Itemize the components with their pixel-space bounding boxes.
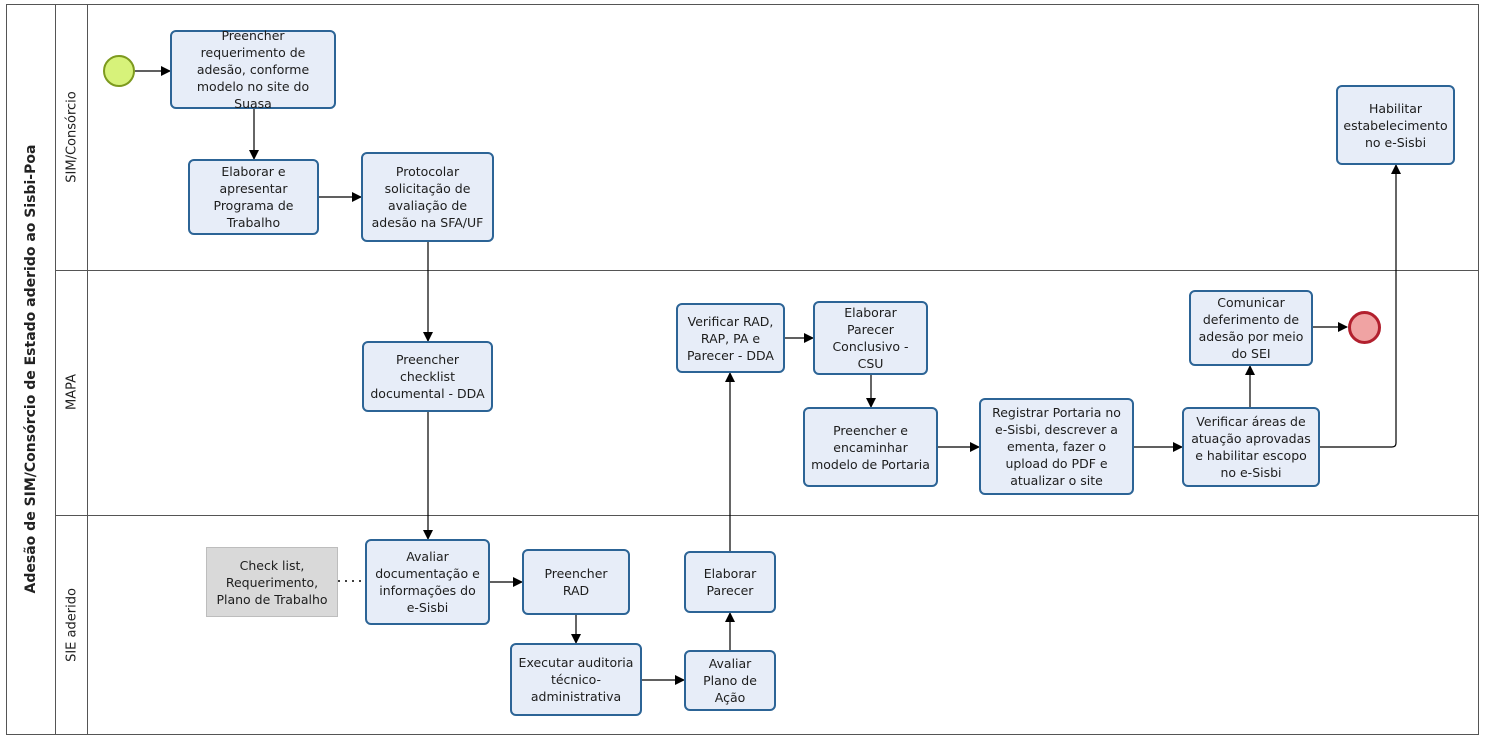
task-elaborar-parecer: Elaborar Parecer bbox=[684, 551, 776, 613]
annotation-documents: Check list, Requerimento, Plano de Traba… bbox=[206, 547, 338, 617]
task-verificar-areas: Verificar áreas de atuação aprovadas e h… bbox=[1182, 407, 1320, 487]
task-preencher-rad: Preencher RAD bbox=[522, 549, 630, 615]
task-habilitar-estabelecimento: Habilitar estabelecimento no e-Sisbi bbox=[1336, 85, 1455, 165]
task-protocolar: Protocolar solicitação de avaliação de a… bbox=[361, 152, 494, 242]
lane-separator bbox=[56, 515, 1479, 516]
task-preencher-requerimento: Preencher requerimento de adesão, confor… bbox=[170, 28, 336, 111]
lane-separator bbox=[56, 270, 1479, 271]
flow-verificar-areas-to-habilitar bbox=[1320, 164, 1401, 448]
task-registrar-portaria: Registrar Portaria no e-Sisbi, descrever… bbox=[979, 398, 1134, 495]
task-preencher-checklist: Preencher checklist documental - DDA bbox=[362, 341, 493, 412]
pool bbox=[6, 4, 1479, 735]
pool-header bbox=[6, 4, 56, 735]
task-elaborar-programa: Elaborar e apresentar Programa de Trabal… bbox=[188, 159, 319, 235]
task-preencher-portaria: Preencher e encaminhar modelo de Portari… bbox=[803, 407, 938, 487]
lane-header-column bbox=[56, 4, 88, 735]
task-avaliar-plano: Avaliar Plano de Ação bbox=[684, 650, 776, 711]
end-event bbox=[1348, 311, 1381, 344]
task-elaborar-parecer-conclusivo: Elaborar Parecer Conclusivo - CSU bbox=[813, 301, 928, 375]
task-executar-auditoria: Executar auditoria técnico-administrativ… bbox=[510, 643, 642, 716]
start-event bbox=[103, 55, 135, 87]
task-comunicar-deferimento: Comunicar deferimento de adesão por meio… bbox=[1189, 290, 1313, 366]
task-avaliar-documentacao: Avaliar documentação e informações do e-… bbox=[365, 539, 490, 625]
task-verificar-rad: Verificar RAD, RAP, PA e Parecer - DDA bbox=[676, 303, 785, 373]
